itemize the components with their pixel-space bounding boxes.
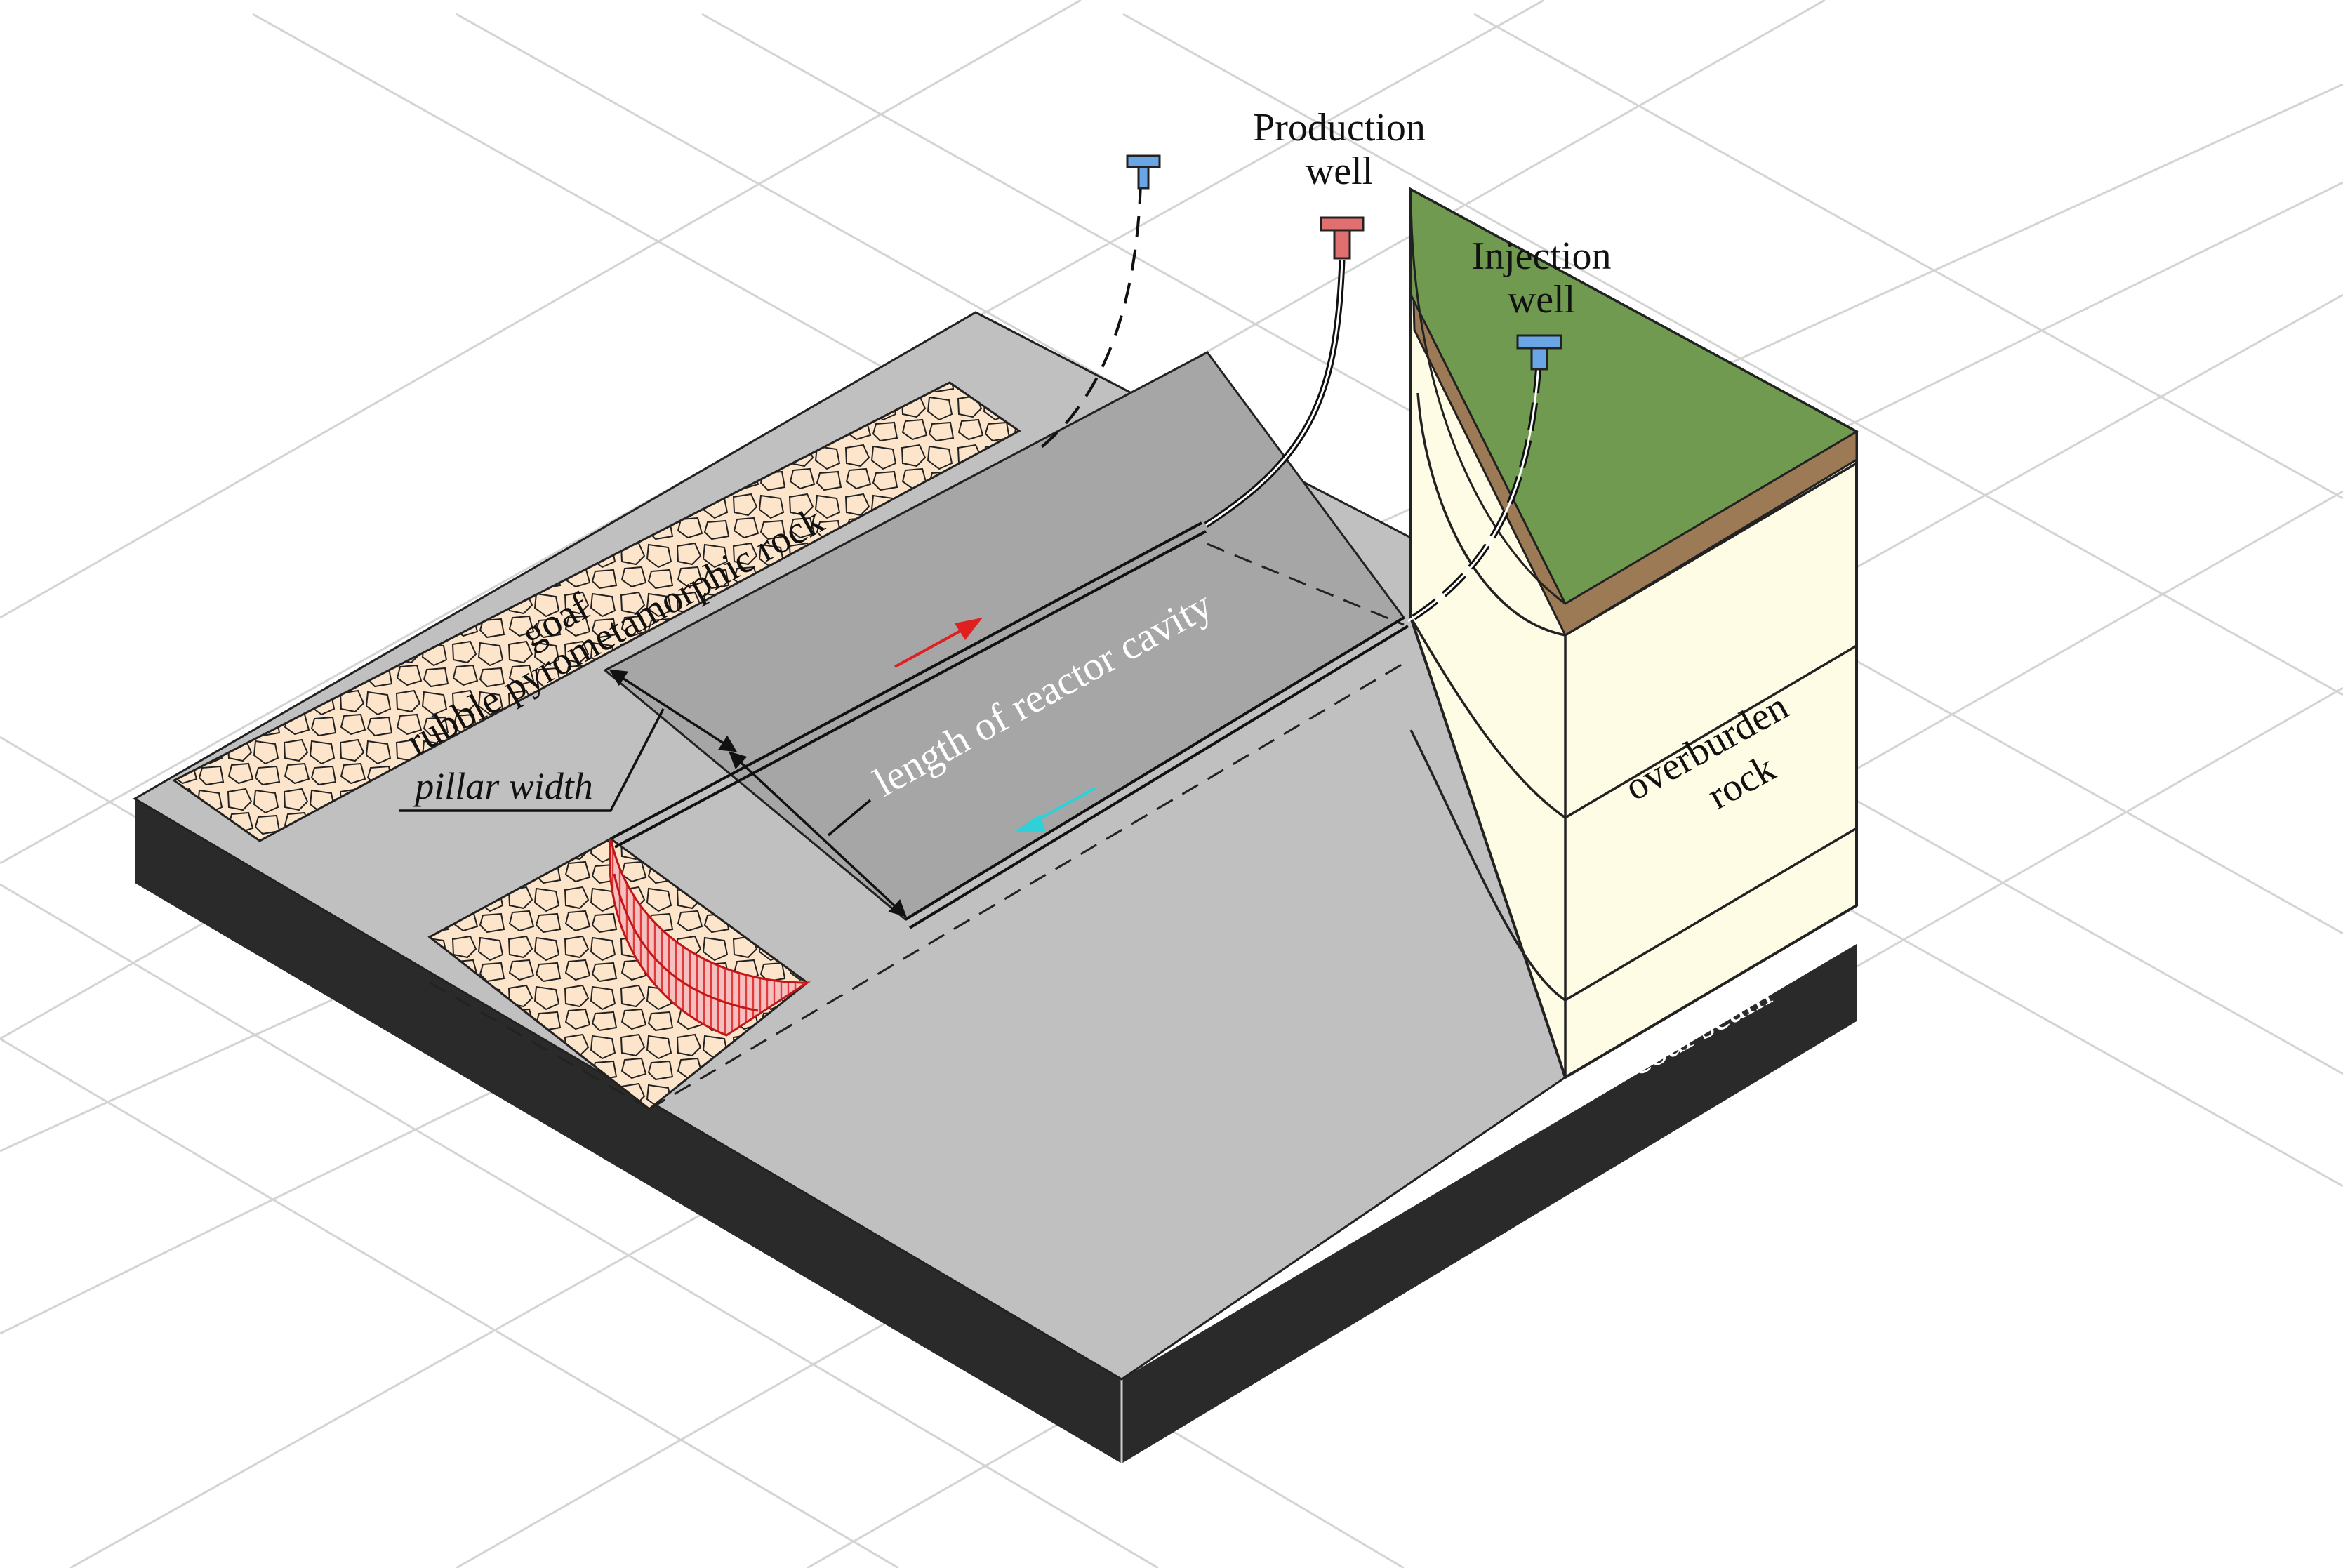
production-well-label-line1: Production (1253, 106, 1426, 150)
pillar-width-dimension (399, 669, 907, 917)
injection-well-label-line2: well (1508, 278, 1575, 321)
coal-seam-front-face (135, 799, 1122, 1463)
flow-in-arrow-icon (1014, 787, 1096, 832)
production-wellhead-icon (1320, 216, 1365, 260)
coal-seam-right-face (1122, 944, 1857, 1463)
pillar-width-label: pillar width (412, 765, 593, 807)
burnt-cavity-face (609, 838, 811, 1037)
production-well-label-line2: well (1306, 150, 1373, 193)
goaf-rubble-strip (172, 381, 1021, 842)
left-well-dashed (1037, 182, 1142, 451)
injection-well-label-line1: Injection (1471, 234, 1611, 278)
flow-out-arrow-icon (894, 618, 983, 668)
injection-wellhead-icon (1516, 334, 1562, 371)
left-wellhead-icon (1126, 154, 1161, 190)
